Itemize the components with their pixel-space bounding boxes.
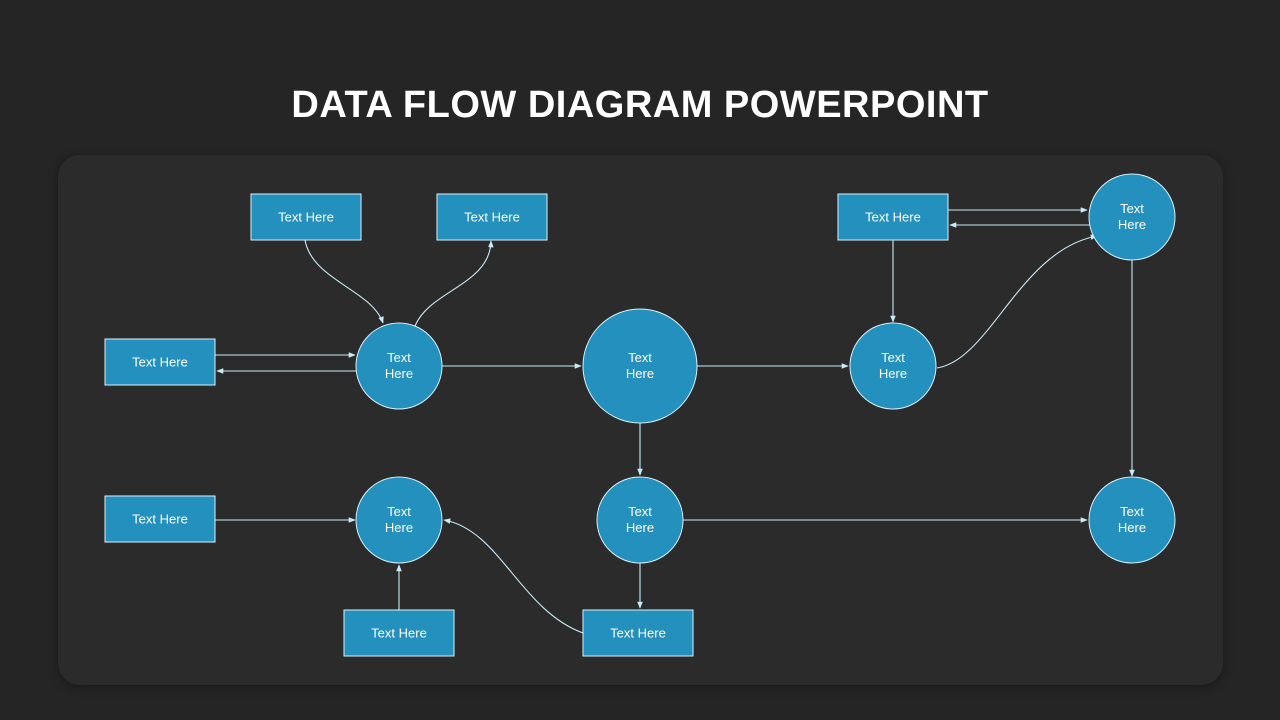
circle-top-right-shape: [1088, 173, 1176, 261]
box-left-lower-shape: [104, 495, 216, 543]
box-left-middle-shape: [104, 338, 216, 386]
circle-top-right-label-line-2: Here: [1118, 217, 1146, 232]
box-top-right-label: Text Here: [865, 210, 921, 225]
circle-left-lower-shape: [355, 476, 443, 564]
circle-left-lower-label-line-2: Here: [385, 520, 413, 535]
box-top-center-label: Text Here: [464, 210, 520, 225]
circle-left-upper-label-line-2: Here: [385, 366, 413, 381]
box-left-lower-label: Text Here: [132, 512, 188, 527]
box-top-center-shape: [436, 193, 548, 241]
flow-arrow-circle-left-upper-to-box-top-center: [414, 240, 494, 327]
circle-top-right-label-line-1: Text: [1120, 201, 1144, 216]
circle-bottom-right-label-line-2: Here: [1118, 520, 1146, 535]
circle-bottom-right-shape: [1088, 476, 1176, 564]
box-bottom-left-shape: [343, 609, 455, 657]
circle-right-middle-label-line-1: Text: [881, 350, 905, 365]
box-bottom-left[interactable]: Text Here: [343, 609, 455, 657]
circle-center-large-label-line-1: Text: [628, 350, 652, 365]
box-top-left-label: Text Here: [278, 210, 334, 225]
connectors-layer: [215, 207, 1135, 634]
circle-right-middle-shape: [849, 322, 937, 410]
circle-left-lower-label-line-1: Text: [387, 504, 411, 519]
circle-center-lower-label-line-2: Here: [626, 520, 654, 535]
box-top-left[interactable]: Text Here: [250, 193, 362, 241]
circle-center-large-shape: [582, 308, 698, 424]
box-left-middle-label: Text Here: [132, 355, 188, 370]
slide-title: DATA FLOW DIAGRAM POWERPOINT: [291, 84, 989, 126]
flow-arrow-circle-right-middle-to-circle-top-right: [936, 234, 1098, 369]
circle-bottom-right-label-line-1: Text: [1120, 504, 1144, 519]
box-bottom-left-label: Text Here: [371, 626, 427, 641]
box-bottom-center[interactable]: Text Here: [582, 609, 694, 657]
box-top-right[interactable]: Text Here: [837, 193, 949, 241]
circle-left-upper-shape: [355, 322, 443, 410]
box-top-left-shape: [250, 193, 362, 241]
box-bottom-center-shape: [582, 609, 694, 657]
box-left-lower[interactable]: Text Here: [104, 495, 216, 543]
box-bottom-center-label: Text Here: [610, 626, 666, 641]
circle-center-lower-shape: [596, 476, 684, 564]
circle-center-large-label-line-2: Here: [626, 366, 654, 381]
circle-left-upper-label-line-1: Text: [387, 350, 411, 365]
circle-center-lower-label-line-1: Text: [628, 504, 652, 519]
circle-right-middle-label-line-2: Here: [879, 366, 907, 381]
box-left-middle[interactable]: Text Here: [104, 338, 216, 386]
box-top-right-shape: [837, 193, 949, 241]
flow-arrow-box-bottom-center-to-circle-left-lower: [443, 518, 584, 634]
flow-arrow-box-top-left-to-circle-left-upper: [304, 239, 384, 324]
box-top-center[interactable]: Text Here: [436, 193, 548, 241]
